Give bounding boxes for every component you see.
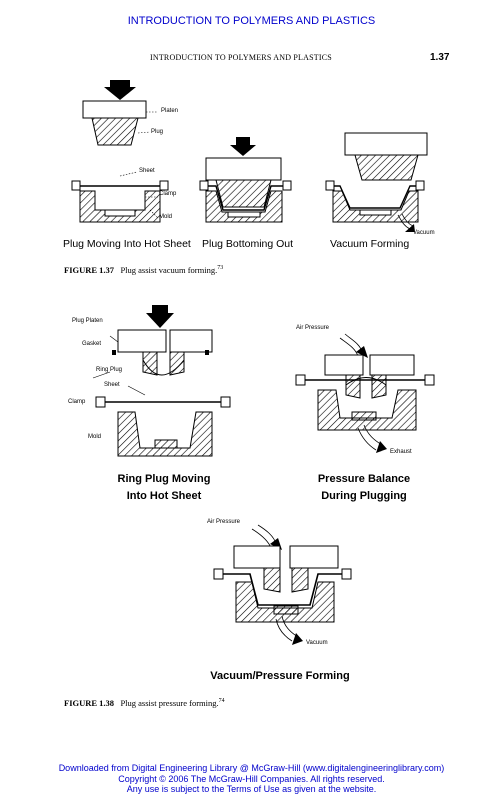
down-arrow-icon xyxy=(146,313,174,328)
label-air-pressure: Air Pressure xyxy=(296,325,330,331)
running-head: INTRODUCTION TO POLYMERS AND PLASTICS xyxy=(150,53,332,62)
caption-ref: 73 xyxy=(217,265,224,272)
caption-text: Plug assist pressure forming. xyxy=(120,698,219,708)
subcaption-line: Ring Plug Moving xyxy=(117,473,211,485)
subcaption-vacuum-pressure-forming: Vacuum/Pressure Forming xyxy=(210,670,350,682)
label-air-pressure: Air Pressure xyxy=(207,519,241,525)
figure-label: FIGURE 1.37 xyxy=(64,265,115,275)
arrow-icon xyxy=(405,224,415,232)
arrow-icon xyxy=(376,441,387,453)
subcaption-plug-bottoming: Plug Bottoming Out xyxy=(202,238,294,250)
label-gasket: Gasket xyxy=(82,341,102,347)
subcaption-vacuum-forming: Vacuum Forming xyxy=(330,238,410,250)
caption-ref: 74 xyxy=(218,698,225,705)
subcaption-line: Into Hot Sheet xyxy=(126,490,202,502)
down-arrow-icon xyxy=(230,145,256,156)
subcaption-line: During Plugging xyxy=(321,490,407,502)
arrow-icon xyxy=(292,633,303,645)
panel-ring-plug-moving xyxy=(92,305,231,457)
panel-pressure-balance xyxy=(295,333,435,453)
subcaption-line: Pressure Balance xyxy=(317,473,411,485)
arrow-icon xyxy=(356,346,368,358)
label-mold: Mold xyxy=(88,434,102,440)
label-clamp: Clamp xyxy=(159,191,177,197)
download-footer: Downloaded from Digital Engineering Libr… xyxy=(0,763,503,795)
label-mold: Mold xyxy=(159,214,173,220)
subcaption-pressure-balance: Pressure Balance During Plugging xyxy=(294,471,434,505)
panel-vacuum-forming xyxy=(325,132,428,232)
label-plug: Plug xyxy=(151,129,164,135)
figure-1-37-caption: FIGURE 1.37 Plug assist vacuum forming.7… xyxy=(64,265,223,275)
subcaption-ring-plug-moving: Ring Plug Moving Into Hot Sheet xyxy=(94,471,234,505)
label-vacuum: Vacuum xyxy=(413,230,435,236)
page-number: 1.37 xyxy=(430,52,450,63)
down-arrow-icon xyxy=(104,87,136,100)
label-ring-plug: Ring Plug xyxy=(96,367,123,373)
subcaption-plug-moving: Plug Moving Into Hot Sheet xyxy=(63,238,191,250)
label-vacuum: Vacuum xyxy=(306,640,328,646)
label-exhaust: Exhaust xyxy=(390,449,412,455)
label-clamp: Clamp xyxy=(68,399,86,405)
figure-label: FIGURE 1.38 xyxy=(64,698,115,708)
panel-plug-moving xyxy=(71,80,169,223)
label-platen: Platen xyxy=(161,108,179,114)
label-plug-platen: Plug Platen xyxy=(72,318,103,324)
panel-plug-bottoming xyxy=(199,137,292,223)
footer-copyright: Copyright © 2006 The McGraw-Hill Compani… xyxy=(118,773,385,784)
panel-vacuum-pressure-forming xyxy=(213,524,352,645)
figure-1-38-caption: FIGURE 1.38 Plug assist pressure forming… xyxy=(64,698,225,708)
caption-text: Plug assist vacuum forming. xyxy=(120,265,218,275)
label-sheet: Sheet xyxy=(104,382,120,388)
label-sheet: Sheet xyxy=(139,168,155,174)
page-banner: INTRODUCTION TO POLYMERS AND PLASTICS xyxy=(127,15,376,27)
footer-terms: Any use is subject to the Terms of Use a… xyxy=(126,784,377,794)
footer-source-link[interactable]: Downloaded from Digital Engineering Libr… xyxy=(58,763,445,773)
